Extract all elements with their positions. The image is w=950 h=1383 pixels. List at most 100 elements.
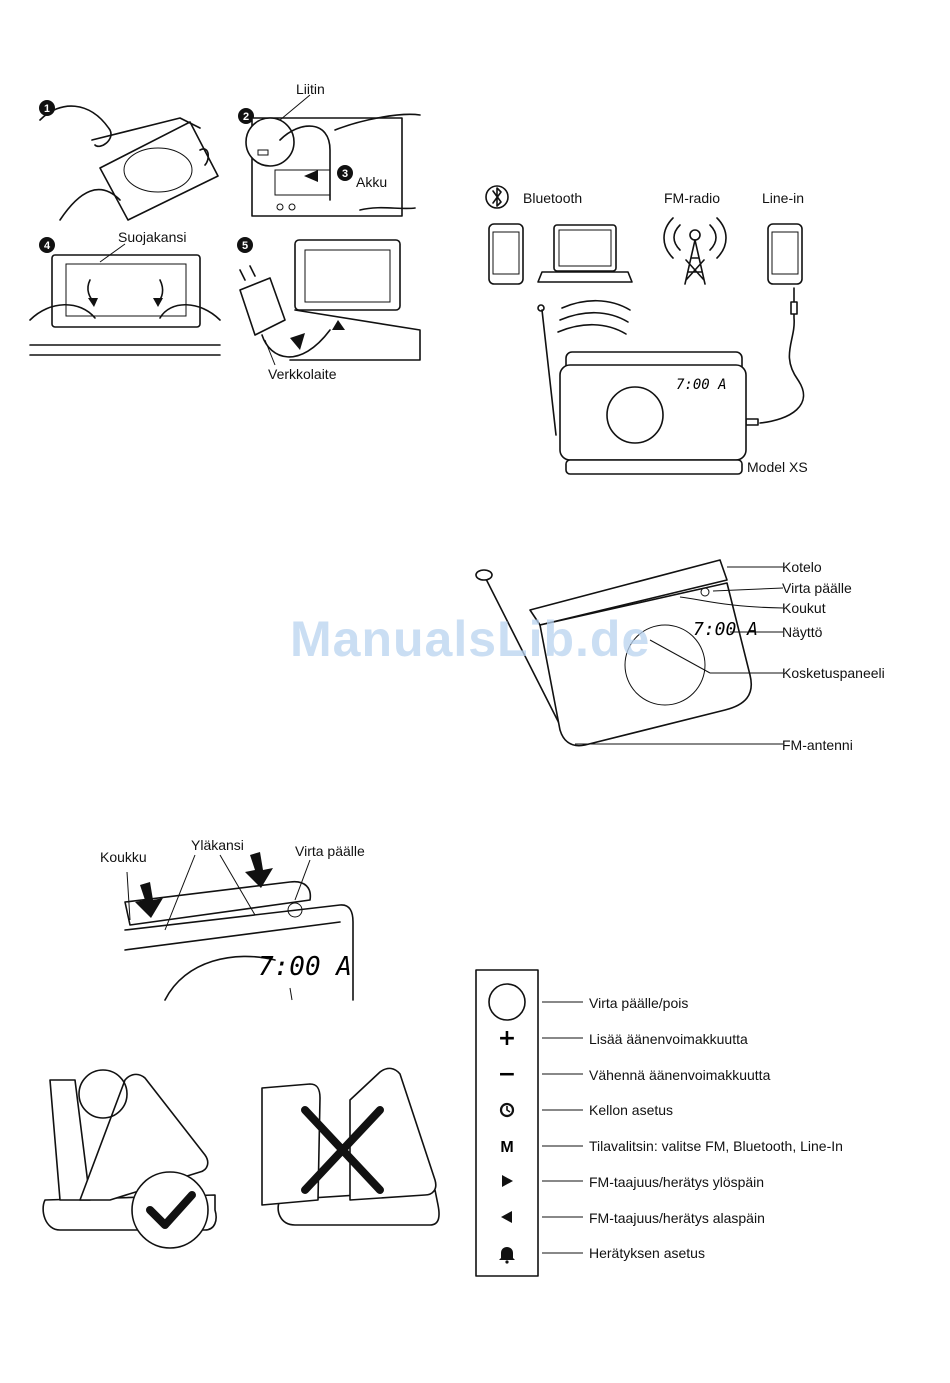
verkkolaite-leader bbox=[264, 339, 276, 366]
step-1-number: 1 bbox=[44, 103, 50, 115]
step-1-hand bbox=[39, 105, 112, 148]
label-ylakansi: Yläkansi bbox=[191, 837, 244, 853]
mode-m-icon: M bbox=[500, 1139, 513, 1156]
label-kotelo: Kotelo bbox=[782, 559, 822, 575]
wireless-wave-2 bbox=[559, 311, 629, 323]
fm-waves-inner bbox=[673, 224, 717, 251]
label-model-xs: Model XS bbox=[747, 459, 808, 475]
parts-power-button bbox=[700, 587, 710, 597]
parts-speaker bbox=[624, 624, 706, 706]
label-liitin: Liitin bbox=[296, 81, 325, 97]
step-4-base bbox=[29, 344, 221, 356]
power-circle-icon bbox=[488, 983, 526, 1021]
correct-panel-right bbox=[79, 1073, 209, 1201]
aux-cable bbox=[759, 287, 805, 424]
minus-icon: − bbox=[498, 1062, 516, 1087]
label-virta-paalle: Virta päälle bbox=[782, 580, 852, 596]
step-2-connector-zoom bbox=[245, 117, 295, 167]
step-4-cover-inner bbox=[65, 263, 187, 317]
leader-ylakansi-a bbox=[164, 854, 196, 931]
parts-antenna bbox=[484, 576, 566, 736]
step-5-radio-lid bbox=[294, 239, 401, 311]
bluetooth-rune bbox=[492, 187, 502, 207]
wireless-wave-3 bbox=[557, 323, 627, 335]
step-5-arrow bbox=[290, 333, 305, 350]
fm-waves-outer bbox=[663, 217, 727, 259]
label-line-in: Line-in bbox=[762, 190, 805, 206]
leader-koukut bbox=[679, 596, 784, 609]
step-2-battery bbox=[274, 169, 331, 196]
controls-panel-frame bbox=[475, 969, 539, 1277]
label-fm-antenni: FM-antenni bbox=[782, 737, 853, 753]
wrong-panel-right bbox=[349, 1067, 437, 1201]
step-4-marker bbox=[39, 237, 55, 253]
lid-tick bbox=[289, 987, 293, 1001]
cross-icon bbox=[301, 1106, 384, 1194]
clock-hands bbox=[506, 1106, 511, 1113]
lid-speaker-arc bbox=[164, 955, 276, 1001]
step-2-insert-arrow bbox=[304, 170, 318, 182]
step-1-arm bbox=[59, 188, 121, 221]
phone-icon bbox=[488, 223, 524, 285]
parts-display: 7:00 A bbox=[693, 619, 758, 640]
control-label-volume-up: Lisää äänenvoimakkuutta bbox=[589, 1031, 748, 1047]
watermark: ManualsLib.de bbox=[290, 611, 651, 667]
step-4-cover bbox=[51, 254, 201, 328]
antenna-tip bbox=[537, 304, 545, 312]
step-2-number: 2 bbox=[243, 111, 249, 123]
linein-phone-icon bbox=[767, 223, 803, 285]
leader-virta bbox=[294, 859, 311, 901]
control-label-clock: Kellon asetus bbox=[589, 1102, 674, 1118]
leader-kosketus-a bbox=[649, 639, 711, 674]
play-left-icon bbox=[501, 1211, 512, 1223]
step-2-plug bbox=[257, 149, 269, 156]
step-5-number: 5 bbox=[242, 240, 248, 252]
sources-illustration: 7:00 A bbox=[485, 185, 805, 475]
wireless-wave-1 bbox=[561, 299, 631, 311]
step-2-screw-a bbox=[276, 203, 284, 211]
step-5-marker bbox=[237, 237, 253, 253]
bluetooth-icon bbox=[485, 185, 509, 209]
laptop-screen bbox=[558, 229, 612, 267]
label-naytto: Näyttö bbox=[782, 624, 823, 640]
control-label-power: Virta päälle/pois bbox=[589, 995, 689, 1011]
step-5-adapter bbox=[239, 277, 286, 336]
liitin-leader bbox=[279, 94, 311, 121]
clock-icon bbox=[499, 1102, 515, 1118]
step-5-adapter-prongs bbox=[239, 265, 256, 281]
laptop-icon bbox=[553, 224, 617, 272]
parts-antenna-tip bbox=[475, 569, 493, 581]
control-label-tune-up: FM-taajuus/herätys ylöspäin bbox=[589, 1174, 765, 1190]
radio-foot bbox=[565, 459, 743, 475]
plus-icon: + bbox=[498, 1026, 516, 1051]
bell-clapper bbox=[505, 1260, 509, 1264]
check-icon bbox=[146, 1191, 196, 1229]
control-label-tune-down: FM-taajuus/herätys alaspäin bbox=[589, 1210, 765, 1226]
antenna bbox=[541, 309, 557, 436]
radio-display: 7:00 A bbox=[676, 377, 727, 393]
step-1-arrow bbox=[199, 148, 210, 166]
step-5-radio-body bbox=[289, 309, 421, 361]
step-5-power-cable bbox=[261, 329, 331, 358]
phone-screen bbox=[492, 231, 520, 275]
radio-speaker bbox=[606, 386, 664, 444]
step-4-thumb-right bbox=[159, 304, 221, 321]
lid-power-button bbox=[287, 902, 303, 918]
leader-ylakansi-b bbox=[219, 854, 256, 916]
label-fm-radio: FM-radio bbox=[664, 190, 721, 206]
lid-display: 7:00 A bbox=[258, 952, 352, 982]
label-koukut: Koukut bbox=[782, 600, 826, 616]
setup-illustrations: 1 2 3 4 5 bbox=[29, 94, 421, 366]
step-3-number: 3 bbox=[342, 168, 348, 180]
controls-illustration: + − M bbox=[475, 969, 583, 1277]
lid-body-edge bbox=[124, 904, 354, 1001]
lid-press-arrow-right bbox=[245, 852, 273, 888]
step-1-lid bbox=[91, 117, 201, 141]
lid-illustration: 7:00 A bbox=[124, 852, 354, 1001]
lid-panel-line bbox=[124, 921, 341, 951]
step-2-cable bbox=[279, 125, 331, 201]
step-2-marker bbox=[238, 108, 254, 124]
step-1-speaker bbox=[123, 147, 193, 193]
leader-virta bbox=[712, 587, 784, 592]
correct-badge bbox=[131, 1171, 209, 1249]
